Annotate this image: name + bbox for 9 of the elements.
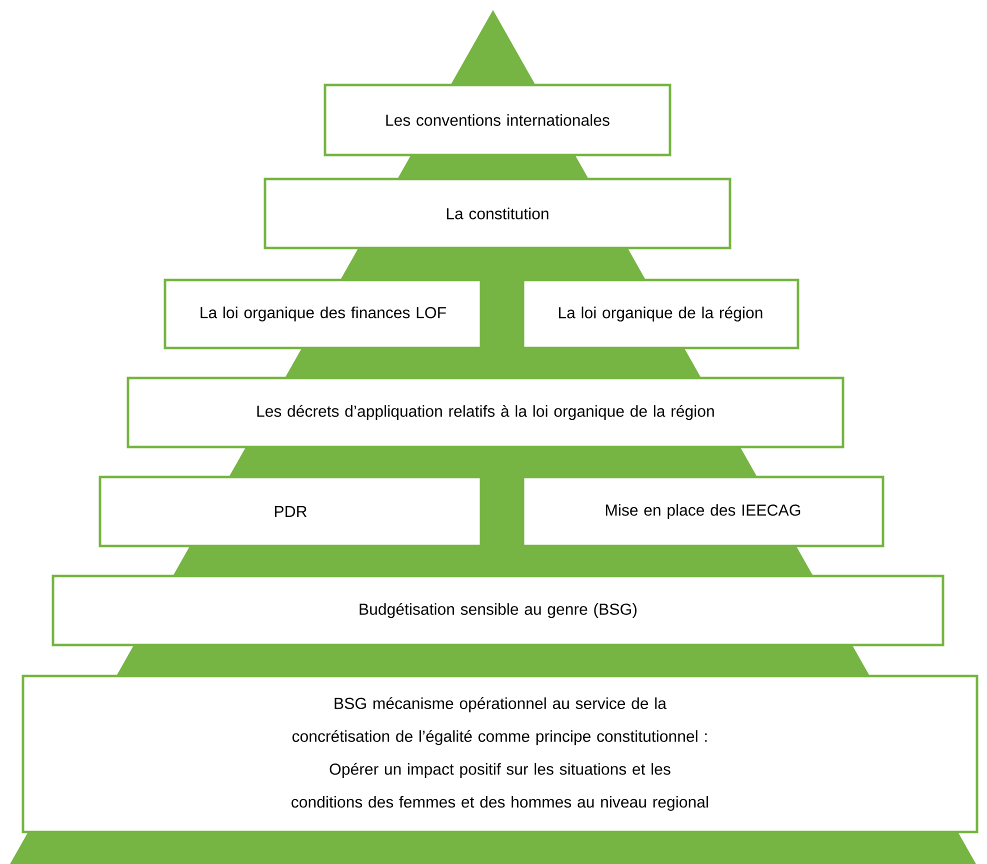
text-box: BSG mécanisme opérationnel au service de la concrétisation de l’égalité comme principe constitutionnel : Opérer un impact positif sur les situations et les conditions des femmes et des hommes au niveau regional (22, 674, 978, 834)
text-box: Budgétisation sensible au genre (BSG) (52, 574, 944, 646)
text-box: PDR (98, 476, 482, 548)
text-box: La constitution (264, 178, 732, 250)
text-box: Les décrets d’appliquation relatifs à la loi organique de la région (126, 376, 844, 448)
text-box: Les conventions internationales (324, 84, 672, 156)
text-box: La loi organique de la région (522, 278, 800, 350)
text-box: Mise en place des IEECAG (522, 476, 884, 548)
text-box: La loi organique des finances LOF (164, 278, 482, 350)
